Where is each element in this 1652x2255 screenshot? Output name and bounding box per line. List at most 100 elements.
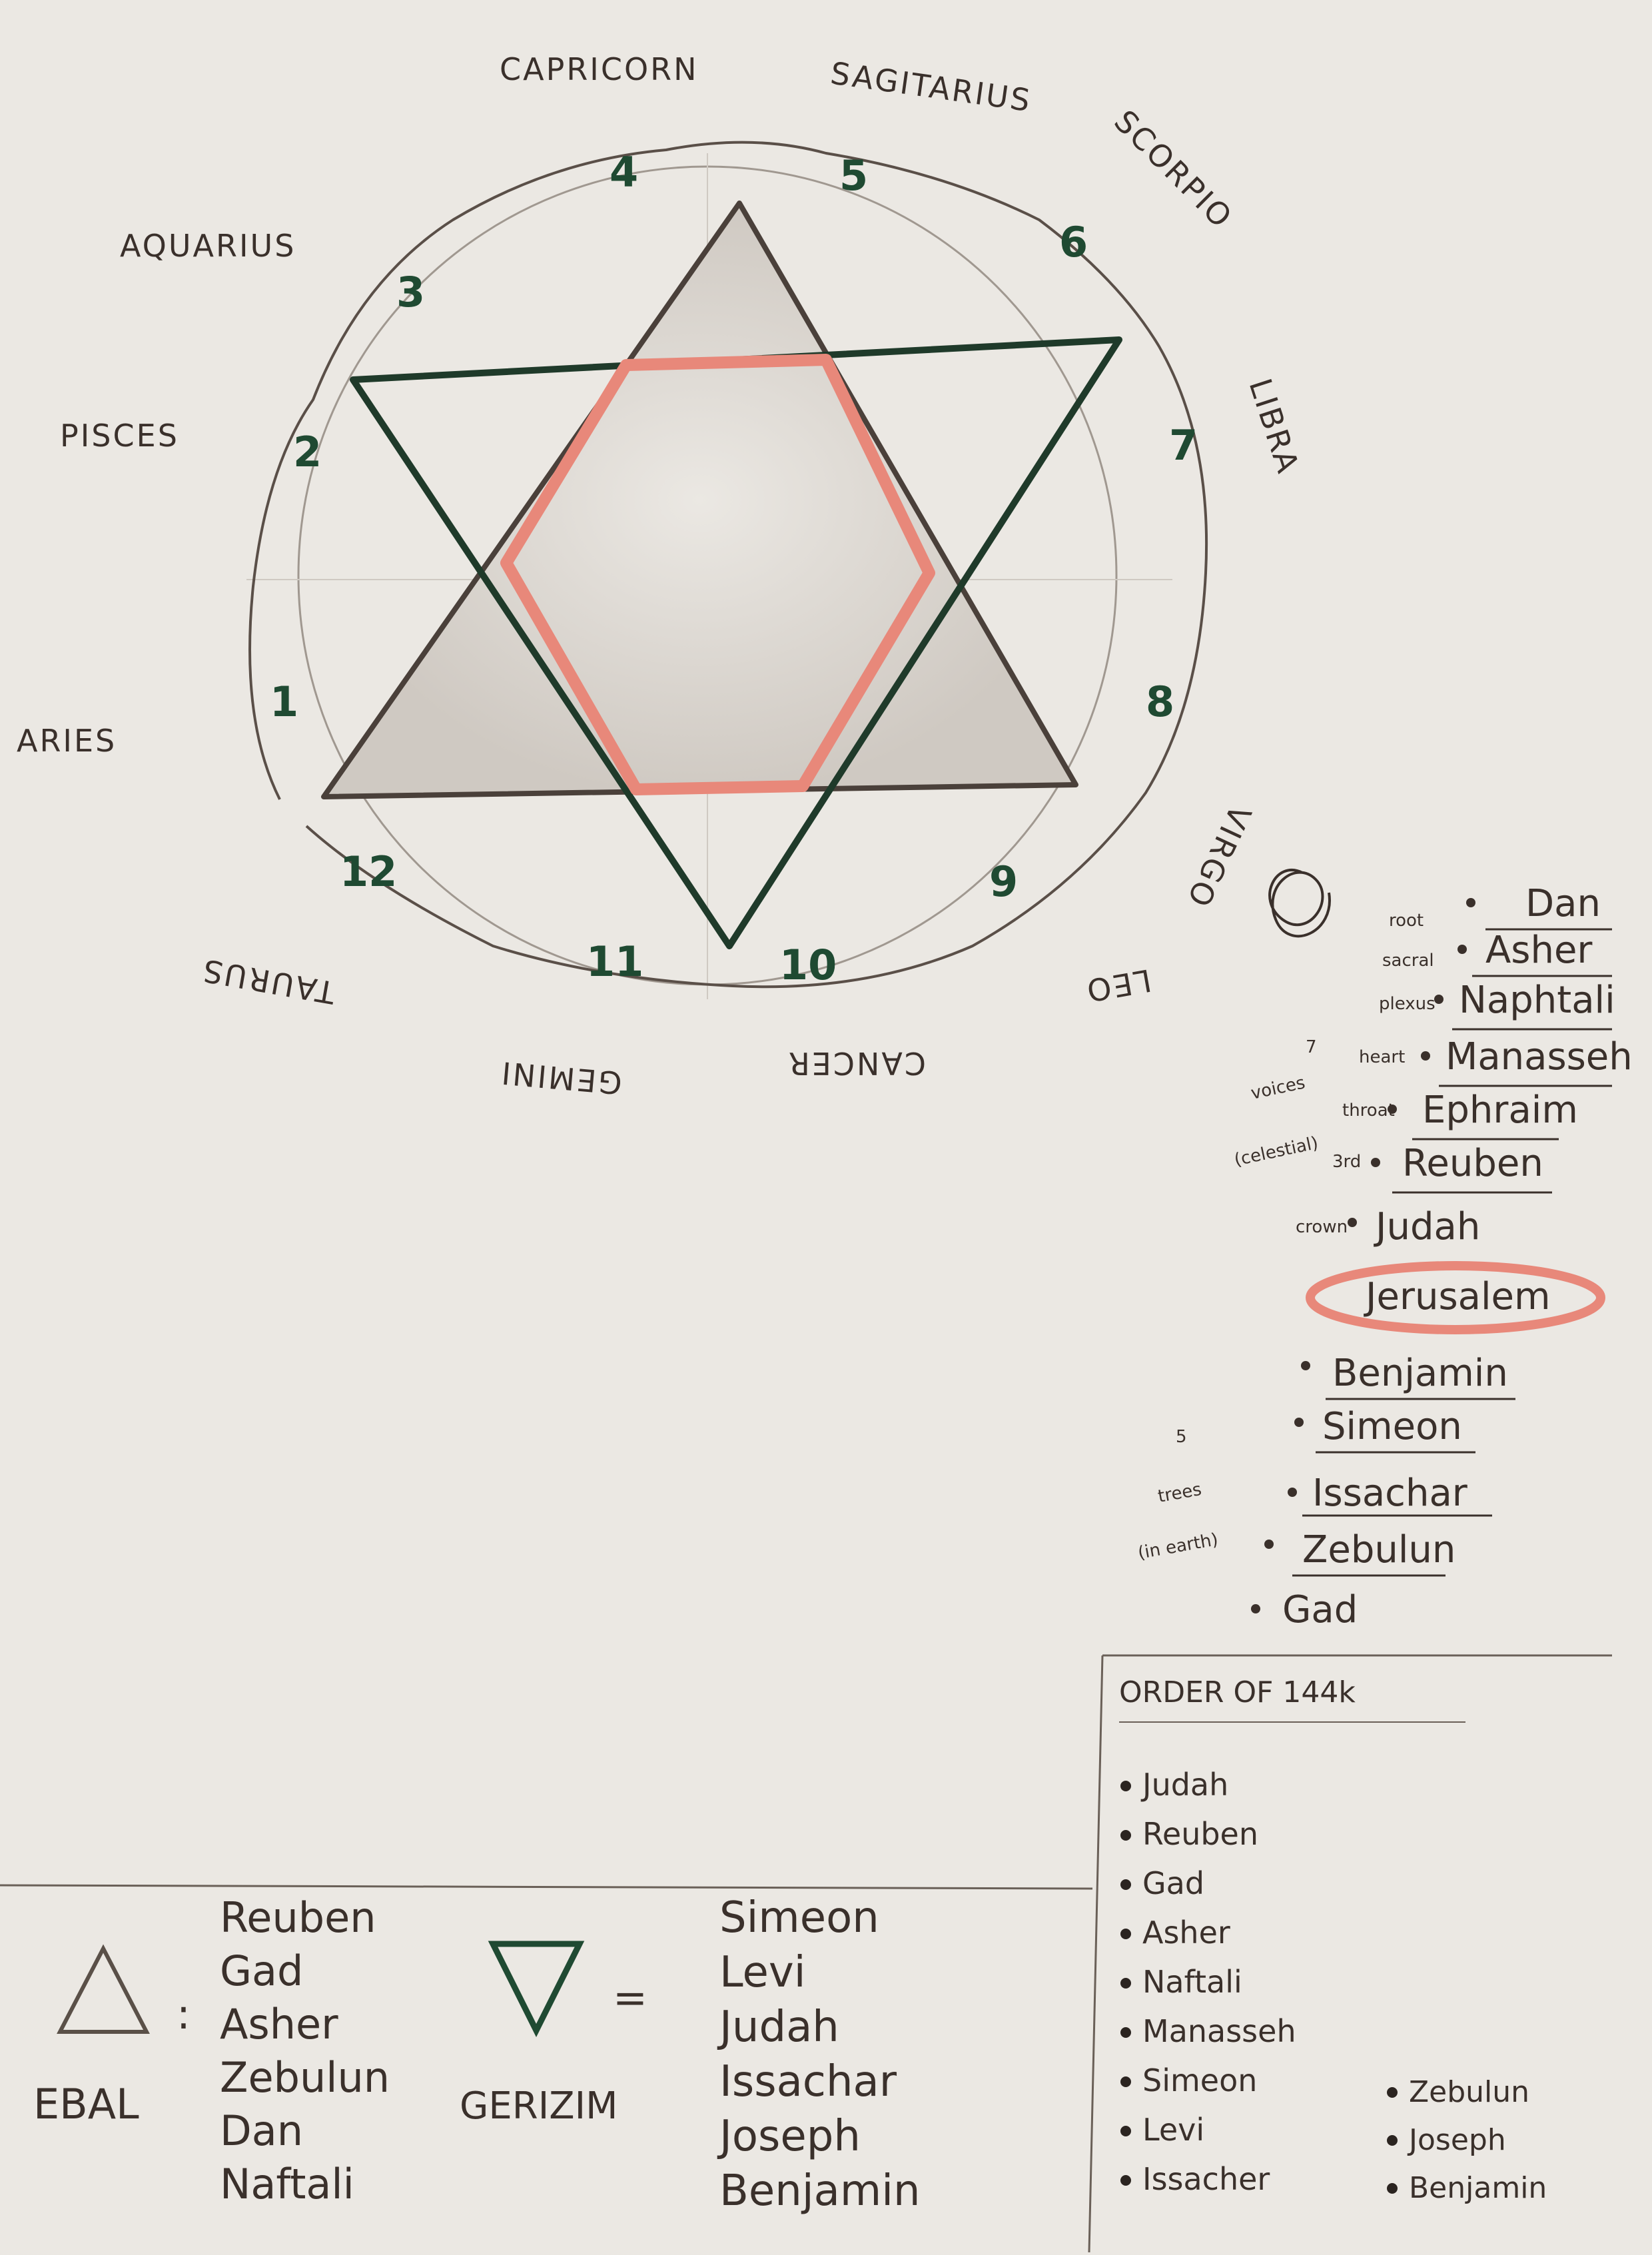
house-5: 5 <box>839 151 868 200</box>
tribe-manasseh: Manasseh <box>1446 1035 1633 1079</box>
sign-libra: LIBRA <box>1242 374 1307 479</box>
house-6: 6 <box>1059 218 1088 266</box>
list-item: Judah <box>717 2003 839 2052</box>
ebal-triangle-icon <box>57 1944 150 2034</box>
bullet-dot <box>1120 2076 1131 2087</box>
tribe-naphtali: Naphtali <box>1459 979 1615 1022</box>
note-third-eye: 3rd <box>1332 1152 1361 1172</box>
list-item: Dan <box>220 2106 303 2155</box>
central-hexagon <box>500 354 935 795</box>
house-numbers: 1 2 3 4 5 6 7 8 9 10 11 12 <box>270 148 1198 989</box>
house-11: 11 <box>586 937 643 986</box>
bullet-dot <box>1120 1781 1131 1791</box>
house-2: 2 <box>293 428 322 476</box>
sign-pisces: PISCES <box>60 418 179 454</box>
list-item: Naftali <box>1142 1964 1242 2000</box>
tribe-reuben: Reuben <box>1402 1142 1543 1185</box>
tribe-simeon: Simeon <box>1322 1405 1462 1448</box>
list-item: Simeon <box>719 1893 879 1943</box>
bullet-dot <box>1387 2087 1398 2098</box>
tribe-jerusalem: Jerusalem <box>1364 1275 1551 1318</box>
note-trees: trees <box>1156 1480 1203 1507</box>
sign-aquarius: AQUARIUS <box>120 228 296 264</box>
sign-capricorn: CAPRICORN <box>500 51 699 87</box>
list-item: Gad <box>220 1947 303 1995</box>
list-item: Benjamin <box>1409 2171 1547 2205</box>
bullet-dot <box>1120 1929 1131 1939</box>
list-item: Asher <box>220 2000 338 2048</box>
sign-sagitarius: SAGITARIUS <box>828 55 1034 119</box>
list-item: Zebulun <box>1409 2075 1529 2109</box>
list-item: Joseph <box>1407 2123 1506 2157</box>
list-item: Reuben <box>220 1893 376 1942</box>
note-seven: 7 <box>1306 1037 1317 1057</box>
tribe-gad: Gad <box>1282 1588 1358 1631</box>
bullet-dot <box>1120 1978 1131 1989</box>
note-root: root <box>1389 911 1424 931</box>
bullet-dot <box>1387 2135 1398 2146</box>
list-item: Judah <box>1140 1767 1228 1803</box>
note-five: 5 <box>1176 1427 1187 1447</box>
tribe-zebulun: Zebulun <box>1302 1528 1455 1572</box>
note-heart: heart <box>1359 1047 1405 1067</box>
list-item: Levi <box>719 1948 806 1997</box>
bullet-dot <box>1120 1830 1131 1841</box>
note-throat: throat <box>1342 1101 1395 1121</box>
house-9: 9 <box>989 857 1018 906</box>
gerizim-label: GERIZIM <box>460 2084 618 2128</box>
note-in-earth: (in earth) <box>1136 1530 1220 1564</box>
tribe-benjamin: Benjamin <box>1332 1352 1508 1395</box>
house-braces <box>248 141 1208 989</box>
sign-scorpio: SCORPIO <box>1107 103 1240 236</box>
house-7: 7 <box>1169 421 1198 470</box>
list-item: Naftali <box>220 2160 354 2208</box>
bullet-dot <box>1120 2175 1131 2186</box>
list-item: Reuben <box>1142 1816 1258 1852</box>
list-item: Gad <box>1142 1865 1204 1901</box>
sign-cancer: CANCER <box>787 1045 926 1081</box>
note-sacral: sacral <box>1382 951 1434 971</box>
list-item: Asher <box>1142 1915 1230 1951</box>
list-item: Benjamin <box>719 2166 921 2216</box>
ebal-label: EBAL <box>33 2080 139 2128</box>
order-of-144k-box: ORDER OF 144k <box>1088 1654 1612 2253</box>
sign-virgo: VIRGO <box>1180 799 1258 913</box>
list-item: Joseph <box>717 2112 861 2161</box>
gerizim-triangle-icon <box>488 1941 585 2038</box>
ebal-colon: : <box>177 1990 191 2038</box>
tribe-dan: Dan <box>1525 882 1601 925</box>
sign-leo: LEO <box>1082 962 1154 1009</box>
house-10: 10 <box>779 941 837 989</box>
bullet-dot <box>1120 1879 1131 1890</box>
house-3: 3 <box>396 268 425 316</box>
jerusalem-highlight <box>1306 1261 1605 1334</box>
tribe-ephraim: Ephraim <box>1422 1089 1578 1132</box>
list-item: Levi <box>1142 2112 1204 2148</box>
list-item: Manasseh <box>1142 2013 1296 2049</box>
list-item: Issacher <box>1142 2161 1270 2197</box>
note-crown: crown <box>1296 1217 1348 1237</box>
order-list-col1: JudahReubenGadAsherNaftaliManassehSimeon… <box>1120 1767 1296 2197</box>
sign-taurus: TAURUS <box>199 952 338 1011</box>
gerizim-equals: = <box>613 1973 647 2022</box>
note-plexus: plexus <box>1379 994 1436 1014</box>
bullet-dot <box>1120 2027 1131 2038</box>
sign-aries: ARIES <box>17 723 117 759</box>
sign-gemini: GEMINI <box>498 1055 623 1101</box>
tribe-judah: Judah <box>1374 1205 1480 1248</box>
house-12: 12 <box>340 847 397 896</box>
bullet-dot <box>1120 2126 1131 2136</box>
house-8: 8 <box>1146 677 1174 726</box>
tribe-asher: Asher <box>1485 929 1593 972</box>
house-1: 1 <box>270 677 298 726</box>
house-4: 4 <box>610 148 638 197</box>
list-item: Simeon <box>1142 2062 1257 2098</box>
note-celestial: (celestial) <box>1232 1133 1320 1170</box>
section-divider <box>0 1884 1093 1890</box>
list-item: Issachar <box>719 2057 897 2106</box>
